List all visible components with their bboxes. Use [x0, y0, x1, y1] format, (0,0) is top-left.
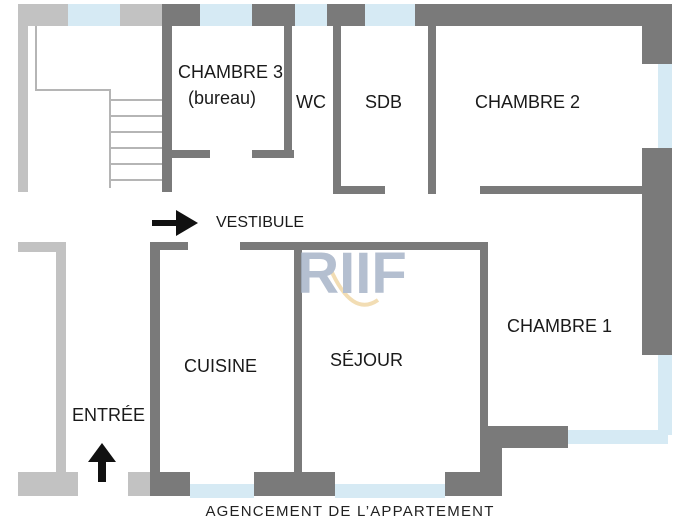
windows [68, 4, 672, 498]
wall-right-mid [642, 148, 672, 355]
wall-top-sdb [327, 4, 365, 26]
wall-sdb-right [428, 26, 436, 194]
wall-chambre3-bottom-right [252, 150, 294, 158]
wall-sdb-bottom [333, 186, 385, 194]
room-label-sejour: SÉJOUR [330, 350, 404, 370]
stair-outline [35, 26, 111, 188]
room-label-chambre2: CHAMBRE 2 [475, 92, 581, 112]
wall-cuisine-left [150, 242, 160, 472]
wall-top-left-b [120, 4, 162, 26]
wall-right-top [642, 4, 672, 64]
room-label-vestibule: VESTIBULE [216, 214, 305, 231]
interior-walls [150, 4, 672, 496]
wall-sejour-right [480, 242, 488, 432]
wall-bottom-door-right [128, 472, 150, 496]
window-top-left [68, 4, 120, 26]
entree-arrow-icon [88, 443, 116, 482]
room-label-chambre1: CHAMBRE 1 [507, 316, 613, 336]
wall-chambre2-bottom [480, 186, 642, 194]
window-top-chambre3 [200, 4, 252, 26]
wall-left-lower [56, 242, 66, 472]
room-label-wc: WC [296, 92, 326, 112]
wall-bottom-sejour [445, 472, 502, 496]
room-label-chambre3: CHAMBRE 3 [178, 62, 284, 82]
wall-bottom-left [18, 472, 78, 496]
room-label-sdb: SDB [365, 92, 403, 112]
wall-bottom-cuisine-b [254, 472, 335, 496]
window-top-wc [295, 4, 327, 26]
staircase [35, 26, 162, 188]
wall-cuisine-top [150, 242, 188, 250]
window-bottom-cuisine [190, 484, 254, 498]
wall-cuisine-sejour-divider [294, 242, 302, 472]
wall-chambre3-left [162, 26, 172, 192]
window-bottom-chambre1 [568, 430, 668, 444]
room-label-entree: ENTRÉE [72, 405, 146, 425]
window-top-sdb [365, 4, 415, 26]
wall-chambre1-bottom [488, 426, 568, 448]
vestibule-arrow-icon [152, 210, 198, 236]
wall-top-left-a [18, 4, 68, 26]
window-right-chambre1 [658, 355, 672, 435]
wall-chambre3-bottom-left [172, 150, 210, 158]
watermark-arc [328, 267, 380, 307]
wall-top-chambre2 [415, 4, 672, 26]
wall-bottom-cuisine-a [150, 472, 190, 496]
watermark-logo: RIIF [297, 241, 407, 307]
wall-cuisine-sejour-top [240, 242, 488, 250]
window-right-chambre2 [658, 64, 672, 148]
plan-caption: AGENCEMENT DE L’APPARTEMENT [205, 503, 495, 520]
wall-left-stair [18, 26, 28, 192]
wall-chambre3-right [284, 26, 292, 158]
wall-top-wc [252, 4, 295, 26]
wall-sdb-left [333, 26, 341, 194]
wall-left-lower-top [18, 242, 66, 252]
wall-top-chambre3 [162, 4, 200, 26]
exterior-light-walls [18, 4, 162, 496]
room-label-chambre3-sub: (bureau) [188, 88, 257, 108]
room-label-cuisine: CUISINE [184, 356, 258, 376]
watermark-text: RIIF [297, 241, 407, 306]
window-bottom-sejour [335, 484, 445, 498]
